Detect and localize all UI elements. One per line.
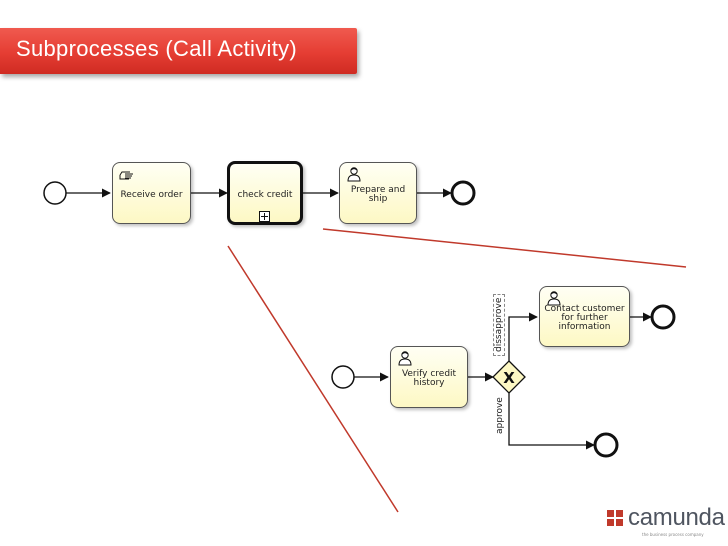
zoom-line-left [227,245,399,513]
call-activity-label: check credit [237,190,293,200]
flow-gateway-to-contact [508,312,538,361]
task-contact-label-1: Contact customer [544,304,625,314]
task-prepare-label-2: ship [368,194,388,204]
task-prepare-label-1: Prepare and [350,185,406,195]
start-event [43,181,67,205]
logo-wordmark: camunda [628,504,725,531]
flow-label-approve: approve [495,397,505,434]
flow-label-disapprove: dissapprove [493,293,505,356]
logo-tagline: the business process company [642,532,704,537]
call-activity-check-credit[interactable]: check credit [227,161,303,225]
slide-title: Subprocesses (Call Activity) [16,36,298,61]
subprocess-plus-icon[interactable] [259,211,270,222]
user-task-icon [398,351,412,366]
task-verify-label-2: history [413,378,445,388]
user-task-icon [347,167,361,182]
flow-gateway-to-end [508,393,595,450]
sub-end-event-bottom [593,432,619,458]
camunda-logo-mark [607,510,623,526]
task-verify-label-1: Verify credit [401,369,457,379]
manual-task-hand-icon [119,171,133,180]
sub-start-event [331,365,355,389]
user-task-icon [547,291,561,306]
title-banner: Subprocesses (Call Activity) [0,28,357,74]
zoom-line-right [322,228,687,268]
task-contact-label-2: for further [561,313,608,323]
task-contact-customer: Contact customer for further information [539,286,630,347]
gateway-x-symbol: X [503,369,515,387]
task-receive-order-label: Receive order [120,190,183,200]
task-contact-label-3: information [558,322,611,332]
task-prepare-and-ship: Prepare and ship [339,162,417,224]
task-receive-order: Receive order [112,162,191,224]
end-event [450,180,476,206]
sub-end-event-top [650,304,676,330]
task-verify-credit-history: Verify credit history [390,346,468,408]
